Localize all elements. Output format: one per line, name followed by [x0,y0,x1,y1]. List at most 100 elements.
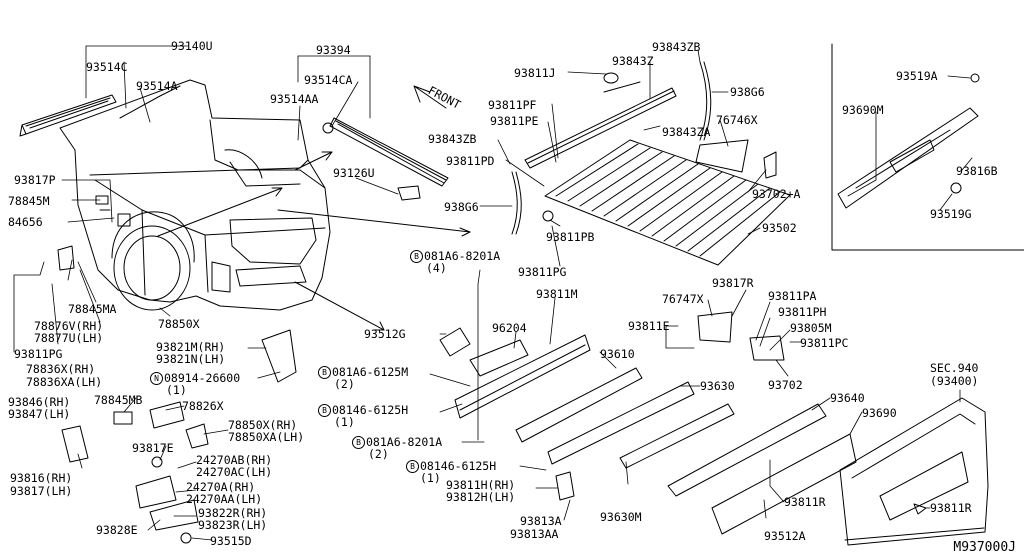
bed-rail-right [322,117,449,187]
label-93515d: 93515D [210,534,252,548]
label-93822r: 93822R(RH) [198,506,268,520]
truck-bed-illustration [59,79,331,311]
label-93512g: 93512G [364,327,406,341]
label-93630m: 93630M [600,510,642,524]
label-93816: 93816(RH) [10,471,73,485]
label-93813aa: 93813AA [510,527,559,541]
label-78845m: 78845M [8,194,50,208]
label-93400: (93400) [930,374,979,388]
label-93512a: 93512A [764,529,806,543]
label-76746x: 76746X [716,113,758,127]
label-081a6-8201a-top-qty: (4) [426,261,447,275]
part-number: 081A6-8201A [424,249,501,263]
label-76747x: 76747X [662,292,704,306]
label-93811pg-left: 93811PG [14,347,63,361]
label-93811pg: 93811PG [518,265,567,279]
label-24270ab: 24270AB(RH) [196,453,273,467]
label-84656: 84656 [8,215,43,229]
label-081a6-6125m-qty: (2) [334,377,355,391]
label-24270aa: 24270AA(LH) [186,492,263,506]
label-93843zb-left: 93843ZB [428,132,477,146]
label-93811pd: 93811PD [446,154,495,168]
label-93811ph: 93811PH [778,305,827,319]
label-93843z: 93843Z [612,54,654,68]
label-93811pe: 93811PE [490,114,539,128]
label-93817e: 93817E [132,441,174,455]
label-93640: 93640 [830,391,865,405]
label-93690m: 93690M [842,103,884,117]
label-93823r: 93823R(LH) [198,518,268,532]
label-93502: 93502 [762,221,797,235]
label-93702a: 93702+A [752,187,801,201]
bracket-76746x [695,139,749,173]
label-78850x-rh: 78850X(RH) [228,418,298,432]
label-93126u: 93126U [333,166,375,180]
label-93843zb-top: 93843ZB [652,40,701,54]
circle-b-icon: B [352,436,365,449]
label-93140u: 93140U [171,39,213,53]
label-93811pc: 93811PC [800,336,849,350]
label-93817r: 93817R [712,276,754,290]
front-rail [511,61,712,235]
label-93690-bottom: 93690 [862,406,897,420]
label-081a6-8201a-bottom-qty: (2) [368,447,389,461]
label-24270ac: 24270AC(LH) [196,465,273,479]
part-number: 08146-6125H [332,403,409,417]
label-93811pf: 93811PF [488,98,537,112]
part-number: 08146-6125H [420,459,497,473]
leader-lines [13,45,973,541]
small-parts [57,73,980,544]
label-24270a: 24270A(RH) [186,480,256,494]
part-number: 081A6-8201A [366,435,443,449]
clip-93126u [397,185,421,201]
part-number: 08914-26600 [164,371,241,385]
label-93514aa: 93514AA [270,92,319,106]
bed-rail-left [19,94,117,137]
circle-b-icon: B [318,404,331,417]
label-08146-6125h-b-qty: (1) [420,471,441,485]
projection-arrows [157,151,471,331]
label-93514ca: 93514CA [304,73,353,87]
label-93519a: 93519A [896,69,938,83]
label-93514c: 93514C [86,60,128,74]
circle-n-icon: N [150,372,163,385]
front-arrow [413,85,447,109]
label-93846: 93846(RH) [8,395,71,409]
label-93811h: 93811H(RH) [446,478,516,492]
label-93821n: 93821N(LH) [156,352,226,366]
label-78845mb: 78845MB [94,393,143,407]
part-number: 081A6-6125M [332,365,409,379]
label-93811r-right: 93811R [930,501,972,515]
label-08146-6125h-a-qty: (1) [334,415,355,429]
label-93828e: 93828E [96,523,138,537]
label-78877u: 78877U(LH) [34,331,104,345]
inset-bracket [831,43,1024,251]
label-78836x: 78836X(RH) [26,362,96,376]
label-93630: 93630 [700,379,735,393]
diagram-ref-code: M937000J [953,540,1016,555]
circle-b-icon: B [318,366,331,379]
label-93813a: 93813A [520,514,562,528]
label-93811pb: 93811PB [546,230,595,244]
label-93514a: 93514A [136,79,178,93]
circle-b-icon: B [410,250,423,263]
label-93817p: 93817P [14,173,56,187]
label-78826x: 78826X [182,399,224,413]
clip-93702a [763,151,777,179]
label-93812h: 93812H(LH) [446,490,516,504]
label-08914-qty: (1) [166,383,187,397]
label-93811j: 93811J [514,66,556,80]
label-93821m: 93821M(RH) [156,340,226,354]
label-93811m: 93811M [536,287,578,301]
label-938g6-left: 938G6 [444,200,479,214]
bed-mat [544,139,791,266]
label-sec940: SEC.940 [930,361,979,375]
